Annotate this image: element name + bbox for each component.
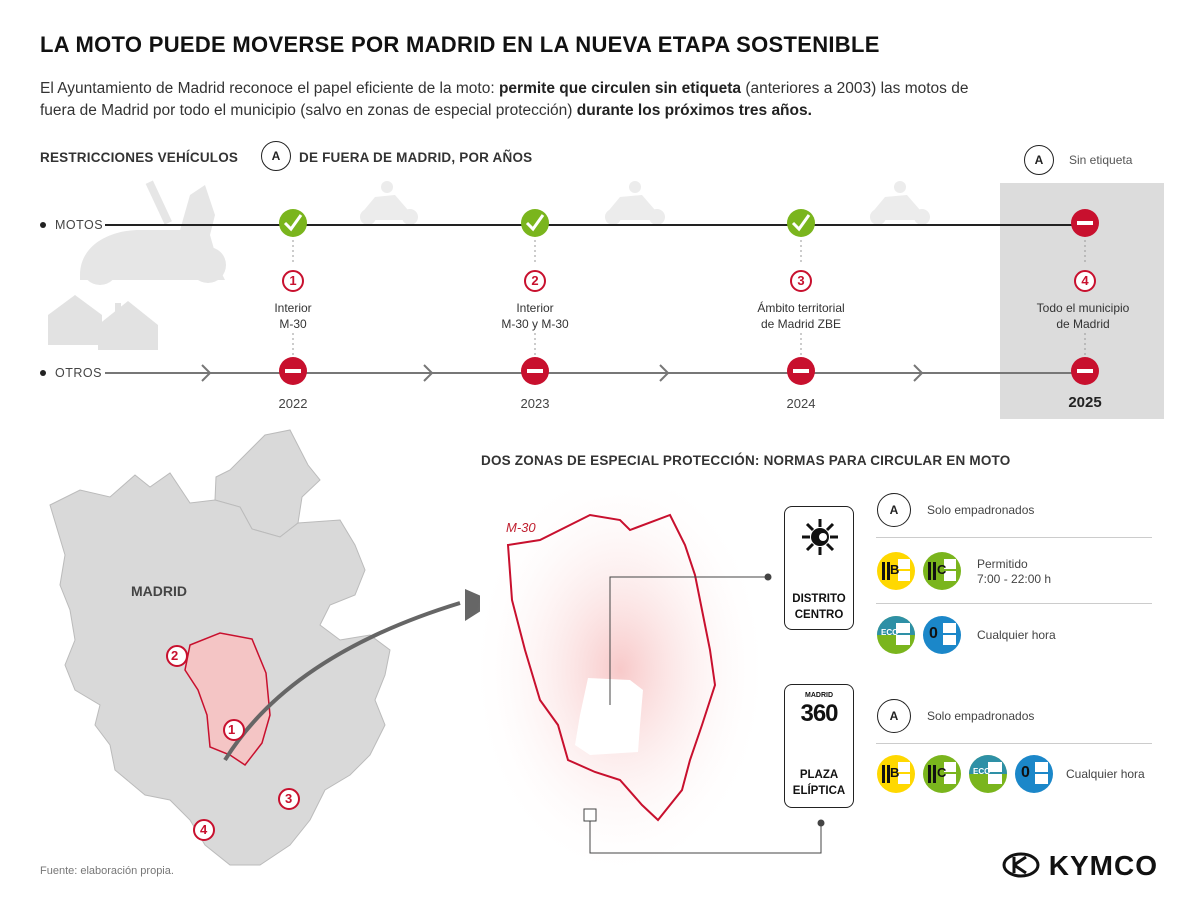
zone1-rule1: Solo empadronados bbox=[927, 503, 1035, 517]
label-c-badge: C bbox=[922, 551, 962, 596]
timeline-chart bbox=[40, 209, 1099, 385]
forbidden-icon-moto-2025 bbox=[1071, 209, 1099, 237]
intro-bold1: permite que circulen sin etiqueta bbox=[498, 80, 742, 97]
stage-4-line2: de Madrid bbox=[1056, 317, 1110, 331]
stage-number-2: 2 bbox=[531, 273, 539, 288]
check-icon-2023 bbox=[521, 209, 549, 237]
stage-3-line1: Ámbito territorial bbox=[757, 301, 845, 315]
zone2-label-b-badge: B bbox=[876, 754, 916, 799]
intro-text: El Ayuntamiento de Madrid reconoce el pa… bbox=[40, 78, 980, 122]
year-2025: 2025 bbox=[1068, 394, 1102, 411]
timeline-title-left: RESTRICCIONES VEHÍCULOS bbox=[40, 150, 239, 165]
brand-logo: KYMCO bbox=[1002, 850, 1158, 882]
map-city-label: MADRID bbox=[131, 583, 187, 599]
forbidden-icon-otros-2022 bbox=[279, 357, 307, 385]
zone1-rule3: Cualquier hora bbox=[977, 628, 1056, 642]
forbidden-icon-otros-2025 bbox=[1071, 357, 1099, 385]
stage-4-line1: Todo el municipio bbox=[1036, 301, 1130, 315]
row-label-motos: MOTOS bbox=[55, 218, 104, 232]
m30-area-small bbox=[184, 632, 271, 767]
zone2-label-eco-text: ECO bbox=[973, 767, 991, 776]
brand-name: KYMCO bbox=[1048, 850, 1159, 881]
kymco-emblem-icon bbox=[1002, 852, 1040, 878]
no-label-badge: A bbox=[261, 141, 291, 171]
year-2024: 2024 bbox=[786, 396, 816, 411]
forbidden-icon-otros-2023 bbox=[521, 357, 549, 385]
zones-diagram bbox=[470, 490, 825, 870]
year-2022: 2022 bbox=[278, 396, 308, 411]
plaza-eliptica-line2: ELÍPTICA bbox=[792, 785, 846, 797]
check-icon-2024 bbox=[787, 209, 815, 237]
label-eco-text: ECO bbox=[881, 628, 899, 637]
zone2-rule1: Solo empadronados bbox=[927, 709, 1035, 723]
map-marker-1: 1 bbox=[228, 722, 236, 737]
scooter-silhouette-icon bbox=[80, 180, 226, 285]
stage-3-line2: de Madrid ZBE bbox=[760, 317, 842, 331]
page-title: LA MOTO PUEDE MOVERSE POR MADRID EN LA N… bbox=[40, 32, 880, 57]
stage-2-line2: M-30 y M-30 bbox=[501, 317, 569, 331]
houses-silhouette-icon bbox=[48, 295, 158, 350]
stage-1-line2: M-30 bbox=[279, 317, 307, 331]
zone2-label-c-text: C bbox=[937, 765, 947, 780]
zone2-label-c-badge: C bbox=[922, 754, 962, 799]
plaza-eliptica-line1: PLAZA bbox=[799, 769, 839, 781]
zone1-divider-2 bbox=[876, 603, 1152, 604]
label-eco-badge: ECO bbox=[876, 615, 916, 660]
rider-silhouette-2-icon bbox=[605, 181, 665, 225]
zone2-rule2: Cualquier hora bbox=[1066, 767, 1145, 781]
stage-number-4: 4 bbox=[1081, 273, 1089, 288]
label-zero-badge: 0 bbox=[922, 615, 962, 660]
year-2023: 2023 bbox=[520, 396, 550, 411]
zone2-no-label-badge: A bbox=[877, 699, 911, 733]
label-c-text: C bbox=[937, 562, 947, 577]
source-note: Fuente: elaboración propia. bbox=[40, 865, 174, 877]
zone1-divider-1 bbox=[876, 537, 1152, 538]
stage-number-1: 1 bbox=[289, 273, 297, 288]
zone2-label-zero-badge: 0 bbox=[1014, 754, 1054, 799]
rider-silhouette-1-icon bbox=[360, 181, 418, 225]
distrito-centro-area bbox=[575, 678, 643, 755]
map-marker-2: 2 bbox=[171, 648, 179, 663]
zone1-no-label-badge: A bbox=[877, 493, 911, 527]
zone2-label-zero-text: 0 bbox=[1021, 764, 1030, 781]
timeline-title-right: DE FUERA DE MADRID, POR AÑOS bbox=[299, 150, 533, 165]
m30-label: M-30 bbox=[506, 520, 536, 535]
plaza-eliptica-card: MADRID 360 PLAZA ELÍPTICA bbox=[784, 684, 854, 808]
stage-2-line1: Interior bbox=[516, 301, 554, 315]
legend-label: Sin etiqueta bbox=[1069, 153, 1133, 167]
label-b-badge: B bbox=[876, 551, 916, 596]
distrito-centro-line1: DISTRITO bbox=[792, 593, 846, 605]
zone2-label-eco-badge: ECO bbox=[968, 754, 1008, 799]
intro-part2: (anteriores a 2003) las motos de fuera d… bbox=[40, 80, 969, 119]
stage-1-line1: Interior bbox=[274, 301, 312, 315]
map-marker-4: 4 bbox=[200, 822, 208, 837]
zone2-label-b-text: B bbox=[890, 765, 900, 780]
map-marker-3: 3 bbox=[285, 791, 293, 806]
label-b-text: B bbox=[890, 562, 900, 577]
rider-silhouette-3-icon bbox=[870, 181, 930, 225]
madrid360-number: 360 bbox=[800, 700, 838, 727]
zones-title: DOS ZONAS DE ESPECIAL PROTECCIÓN: NORMAS… bbox=[481, 453, 1011, 468]
intro-bold2: durante los próximos tres años. bbox=[576, 102, 812, 119]
madrid-map bbox=[49, 429, 480, 866]
row-label-otros: OTROS bbox=[55, 366, 102, 380]
background-silhouettes bbox=[48, 180, 930, 350]
check-icon-2022 bbox=[279, 209, 307, 237]
distrito-centro-logo-icon bbox=[802, 519, 838, 555]
intro-part1: El Ayuntamiento de Madrid reconoce el pa… bbox=[40, 80, 499, 97]
label-zero-text: 0 bbox=[929, 625, 938, 642]
plaza-eliptica-marker-icon bbox=[583, 808, 597, 822]
madrid360-top: MADRID bbox=[805, 692, 833, 699]
zone2-divider bbox=[876, 743, 1152, 744]
zone1-rule2-line1: Permitido bbox=[977, 557, 1028, 571]
distrito-centro-line2: CENTRO bbox=[794, 609, 844, 621]
stage-number-3: 3 bbox=[797, 273, 805, 288]
zone1-rule2-line2: 7:00 - 22:00 h bbox=[977, 572, 1052, 586]
forbidden-icon-otros-2024 bbox=[787, 357, 815, 385]
distrito-centro-card: DISTRITO CENTRO bbox=[784, 506, 854, 630]
legend-badge: A bbox=[1024, 145, 1054, 175]
